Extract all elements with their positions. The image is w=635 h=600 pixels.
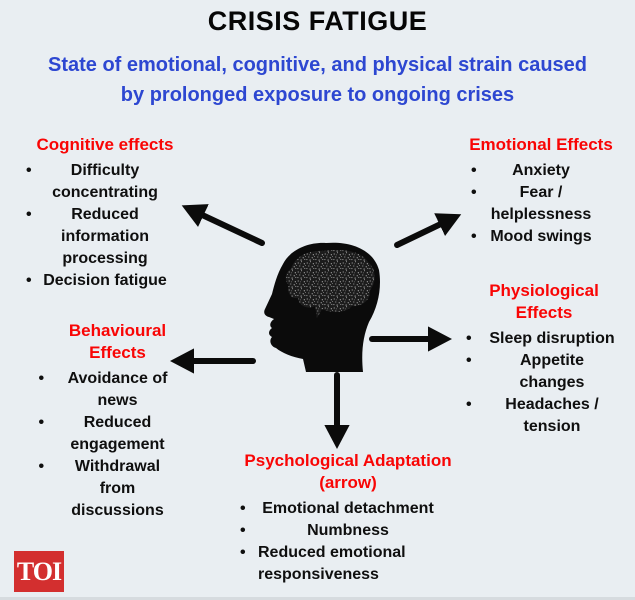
list-item: • Sleep disruption bbox=[466, 328, 616, 350]
list-item-text: Fear / helplessness bbox=[490, 184, 592, 223]
psychological-adaptation-list: • Emotional detachment • Numbness • Reduced e… bbox=[240, 498, 448, 586]
list-item: • Difficulty concentrating bbox=[26, 160, 180, 204]
section-behavioural-effects: Behavioural Effects • Avoidance of news • R… bbox=[30, 320, 205, 522]
bullet-icon: • bbox=[471, 184, 477, 201]
list-item: • Numbness bbox=[240, 520, 448, 542]
list-item: • Reduced emotional responsiveness bbox=[240, 542, 448, 586]
list-item: • Withdrawal from discussions bbox=[39, 456, 177, 522]
bullet-icon: • bbox=[38, 414, 45, 431]
page-title: CRISIS FATIGUE bbox=[207, 6, 428, 36]
bullet-icon: • bbox=[240, 522, 246, 539]
list-item: • Emotional detachment bbox=[240, 498, 448, 520]
cognitive-effects-list: • Difficulty concentrating • Reduced inform… bbox=[26, 160, 180, 292]
brain-scribble-icon bbox=[285, 250, 375, 318]
list-item-text: Appetite changes bbox=[519, 352, 585, 391]
list-item: • Appetite changes bbox=[466, 350, 616, 394]
list-item: • Decision fatigue bbox=[26, 270, 180, 292]
list-item: • Reduced information processing bbox=[26, 204, 180, 270]
list-item-text: Sleep disruption bbox=[489, 330, 615, 347]
section-heading: Physiological Effects bbox=[489, 281, 599, 322]
list-item-text: Reduced engagement bbox=[70, 414, 165, 453]
toi-logo: TOI bbox=[14, 551, 64, 592]
bullet-icon: • bbox=[240, 500, 246, 517]
behavioural-effects-list: • Avoidance of news • Reduced engagement • Wi… bbox=[39, 368, 177, 522]
bullet-icon: • bbox=[466, 352, 472, 369]
toi-logo-text: TOI bbox=[16, 556, 62, 586]
list-item-text: Numbness bbox=[307, 522, 389, 539]
list-item-text: Difficulty concentrating bbox=[52, 162, 158, 201]
section-cognitive-effects: Cognitive effects • Difficulty concentrat… bbox=[12, 134, 198, 292]
list-item: • Fear / helplessness bbox=[471, 182, 601, 226]
section-heading: Behavioural Effects bbox=[68, 321, 167, 362]
list-item-text: Decision fatigue bbox=[43, 272, 167, 289]
bullet-icon: • bbox=[26, 162, 32, 179]
list-item-text: Avoidance of news bbox=[67, 370, 168, 409]
section-heading: Psychological Adaptation (arrow) bbox=[244, 451, 452, 492]
bullet-icon: • bbox=[471, 228, 477, 245]
section-heading: Emotional Effects bbox=[469, 135, 613, 154]
bottom-edge-strip bbox=[0, 597, 635, 600]
physiological-effects-list: • Sleep disruption • Appetite changes • Heada… bbox=[466, 328, 616, 438]
bullet-icon: • bbox=[38, 370, 45, 387]
list-item-text: Headaches / tension bbox=[505, 396, 599, 435]
list-item: • Headaches / tension bbox=[466, 394, 616, 438]
list-item: • Reduced engagement bbox=[39, 412, 177, 456]
section-heading: Cognitive effects bbox=[36, 135, 174, 154]
section-psychological-adaptation: Psychological Adaptation (arrow) • Emotio… bbox=[232, 450, 464, 586]
list-item-text: Anxiety bbox=[512, 162, 570, 179]
bullet-icon: • bbox=[471, 162, 477, 179]
emotional-effects-list: • Anxiety • Fear / helplessness • Mood swings bbox=[471, 160, 601, 248]
subtitle-line-1: State of emotional, cognitive, and physi… bbox=[47, 54, 588, 76]
bullet-icon: • bbox=[26, 206, 32, 223]
bullet-icon: • bbox=[466, 330, 472, 347]
subtitle-line-2: by prolonged exposure to ongoing crises bbox=[120, 84, 515, 106]
head-silhouette-icon bbox=[264, 242, 380, 372]
list-item: • Anxiety bbox=[471, 160, 601, 182]
bullet-icon: • bbox=[38, 458, 45, 475]
section-physiological-effects: Physiological Effects •Sleep disruption•… bbox=[458, 280, 630, 438]
bullet-icon: • bbox=[240, 544, 246, 561]
list-item: • Avoidance of news bbox=[39, 368, 177, 412]
arrow-to-cognitive-icon bbox=[181, 204, 265, 246]
arrow-to-emotional-icon bbox=[394, 213, 462, 248]
list-item-text: Reduced emotional responsiveness bbox=[258, 544, 406, 583]
list-item-text: Mood swings bbox=[490, 228, 592, 245]
section-emotional-effects: Emotional Effects • Anxiety • Fear / helple… bbox=[452, 134, 630, 248]
bullet-icon: • bbox=[26, 272, 32, 289]
list-item-text: Emotional detachment bbox=[262, 500, 434, 517]
bullet-icon: • bbox=[466, 396, 472, 413]
list-item-text: Withdrawal from discussions bbox=[71, 458, 164, 519]
list-item: • Mood swings bbox=[471, 226, 601, 248]
page-subtitle: State of emotional, cognitive, and physi… bbox=[0, 50, 635, 110]
list-item-text: Reduced information processing bbox=[61, 206, 149, 267]
